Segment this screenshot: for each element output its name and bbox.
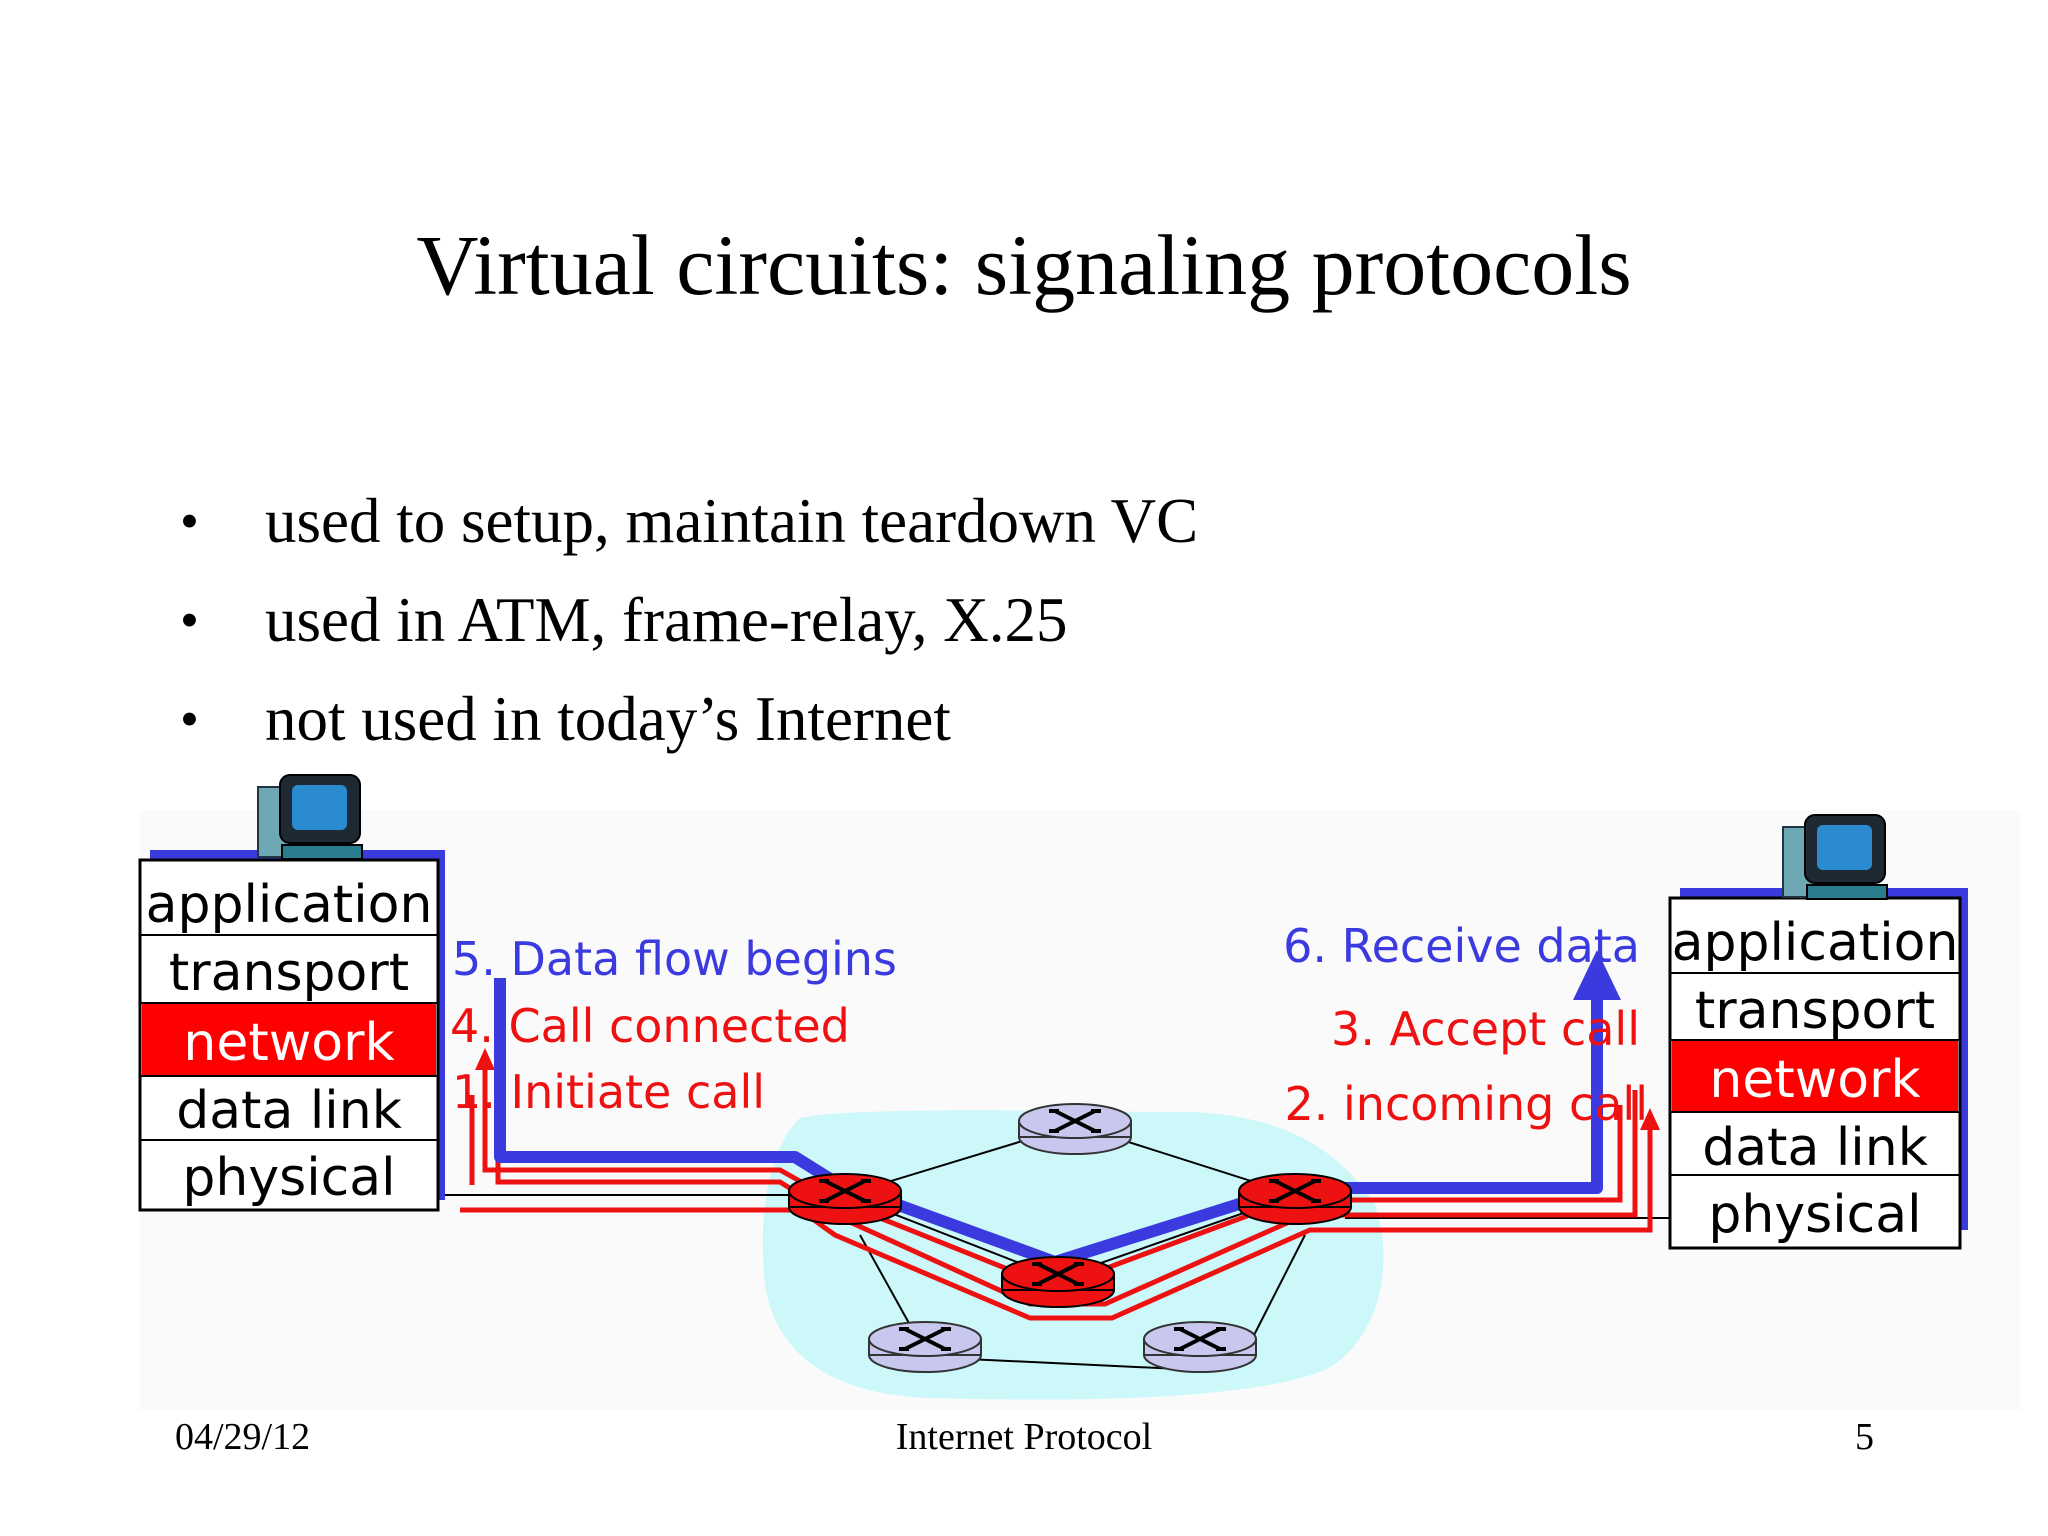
- footer-title: Internet Protocol: [895, 1416, 1153, 1458]
- data-flow-arrowhead: [1573, 950, 1621, 1000]
- network-layer-highlight: [142, 1003, 436, 1076]
- bullet-dot: •: [180, 689, 199, 749]
- slide-title: Virtual circuits: signaling protocols: [416, 217, 1632, 313]
- layer-physical: physical: [182, 1148, 395, 1208]
- step-3-label: 3. Accept call: [1331, 1002, 1640, 1056]
- layer-data-link: data link: [176, 1081, 402, 1141]
- router-icon: [1018, 1103, 1132, 1155]
- bullet-dot: •: [180, 590, 199, 650]
- step-1-label: 1. Initiate call: [452, 1065, 765, 1119]
- layer-physical: physical: [1708, 1185, 1921, 1245]
- bullet-item: • used in ATM, frame-relay, X.25: [180, 584, 1198, 683]
- layer-network: network: [1709, 1050, 1920, 1110]
- computer-icon: [1782, 814, 1888, 900]
- bullet-text: not used in today’s Internet: [265, 684, 951, 754]
- layer-network: network: [183, 1013, 394, 1073]
- router-icon: [868, 1321, 982, 1373]
- page-number: 5: [1855, 1416, 1874, 1458]
- bullet-text: used in ATM, frame-relay, X.25: [265, 585, 1068, 655]
- layer-application: application: [146, 875, 433, 935]
- step-4-label: 4. Call connected: [450, 999, 850, 1053]
- router-icon: [1143, 1321, 1257, 1373]
- bullet-item: • not used in today’s Internet: [180, 683, 1198, 782]
- layer-transport: transport: [1695, 981, 1935, 1041]
- layer-transport: transport: [169, 943, 409, 1003]
- bullet-text: used to setup, maintain teardown VC: [265, 486, 1199, 556]
- data-flow-path: [494, 978, 1603, 1268]
- right-protocol-stack: application transport network data link …: [1668, 888, 1968, 1250]
- bullet-dot: •: [180, 491, 199, 551]
- step-6-label: 6. Receive data: [1283, 919, 1640, 973]
- network-layer-highlight: [1672, 1040, 1958, 1112]
- router-icon: [788, 1173, 902, 1225]
- signaling-arrowheads: [475, 1048, 1660, 1130]
- step-2-label: 2. incoming call: [1285, 1077, 1649, 1131]
- bullet-item: • used to setup, maintain teardown VC: [180, 485, 1198, 584]
- step-5-label: 5. Data flow begins: [452, 932, 897, 986]
- layer-data-link: data link: [1702, 1118, 1928, 1178]
- footer-date: 04/29/12: [175, 1416, 311, 1458]
- router-icon: [1238, 1173, 1352, 1225]
- layer-application: application: [1672, 913, 1959, 973]
- left-protocol-stack: application transport network data link …: [138, 850, 445, 1212]
- router-icon: [1001, 1256, 1115, 1308]
- computer-icon: [257, 774, 363, 860]
- bullet-list: • used to setup, maintain teardown VC • us…: [180, 485, 1198, 782]
